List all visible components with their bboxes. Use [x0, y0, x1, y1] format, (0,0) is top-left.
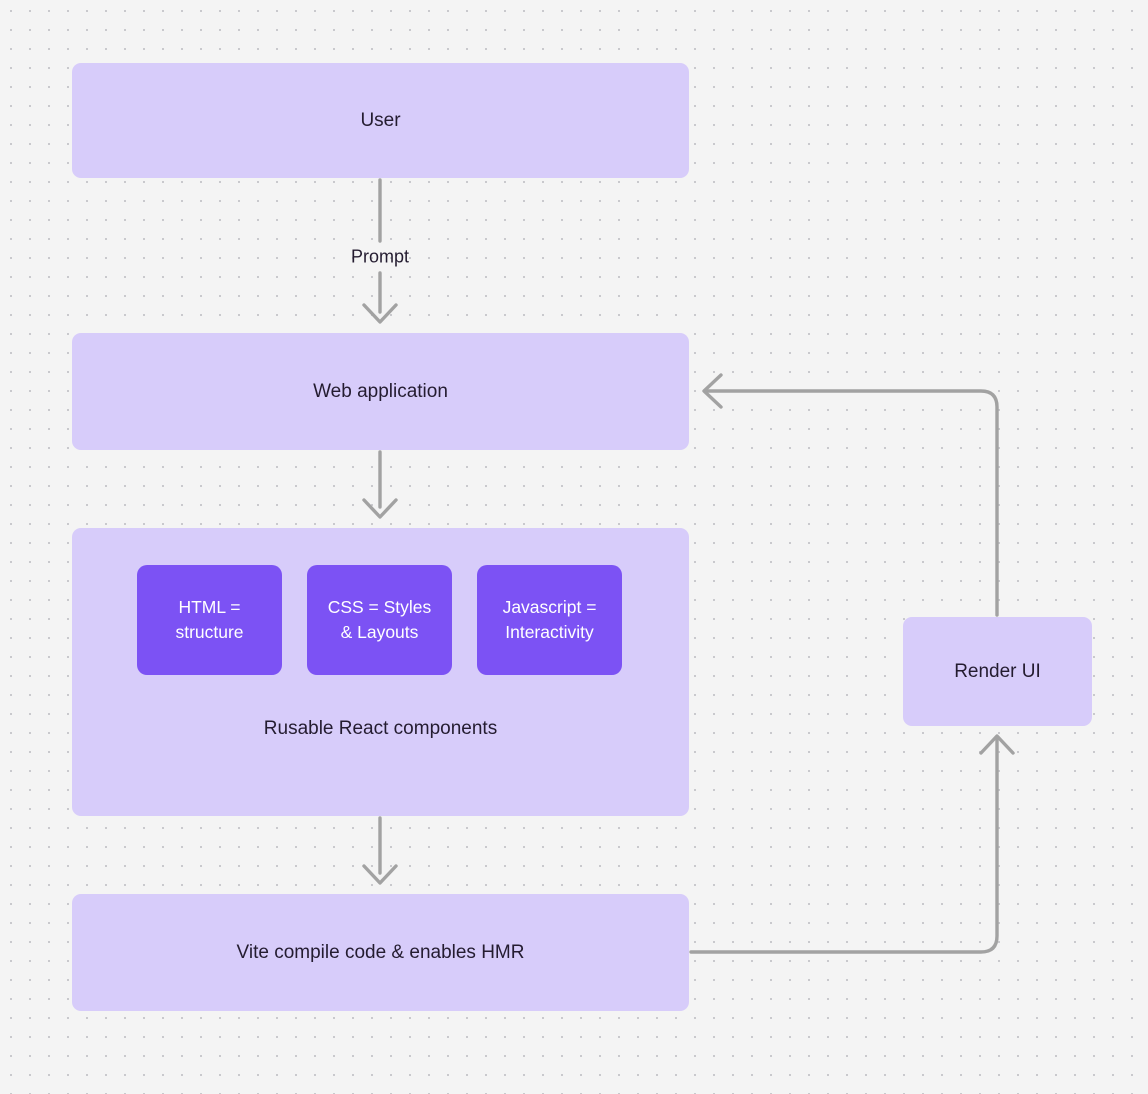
node-user-label: User — [360, 109, 401, 131]
node-html-structure-line2: structure — [175, 622, 244, 642]
node-html-structure-line1: HTML = — [178, 596, 241, 617]
component-group: HTML = structure CSS = Styles & Layouts … — [72, 528, 689, 816]
node-reusable-react-components[interactable]: HTML = structure CSS = Styles & Layouts … — [72, 528, 689, 816]
node-vite-compile[interactable]: Vite compile code & enables HMR — [72, 894, 689, 1011]
node-css-styles-layouts-line1: CSS = Styles — [327, 596, 432, 617]
node-user[interactable]: User — [72, 63, 689, 178]
node-vite-compile-label: Vite compile code & enables HMR — [236, 941, 525, 963]
node-javascript-interactivity-label: Javascript = Interactivity — [503, 595, 597, 646]
node-web-application[interactable]: Web application — [72, 333, 689, 450]
node-render-ui-label: Render UI — [954, 660, 1041, 682]
node-javascript-interactivity-line1: Javascript = — [502, 596, 597, 617]
node-render-ui[interactable]: Render UI — [903, 617, 1092, 726]
edge-label-prompt: Prompt — [350, 246, 410, 267]
node-javascript-interactivity[interactable]: Javascript = Interactivity — [477, 565, 622, 675]
node-css-styles-layouts-label: CSS = Styles & Layouts — [328, 595, 432, 646]
components-group-caption: Rusable React components — [263, 718, 498, 739]
edge-components-to-vite — [362, 816, 398, 885]
node-css-styles-layouts-line2: & Layouts — [340, 622, 419, 642]
edge-vite-to-render — [689, 734, 1015, 954]
node-web-application-label: Web application — [313, 380, 448, 402]
node-javascript-interactivity-line2: Interactivity — [505, 622, 594, 642]
node-html-structure[interactable]: HTML = structure — [137, 565, 282, 675]
edge-render-to-webapp — [702, 373, 999, 617]
edge-webapp-to-components — [362, 450, 398, 519]
node-html-structure-label: HTML = structure — [175, 595, 243, 646]
node-css-styles-layouts[interactable]: CSS = Styles & Layouts — [307, 565, 452, 675]
